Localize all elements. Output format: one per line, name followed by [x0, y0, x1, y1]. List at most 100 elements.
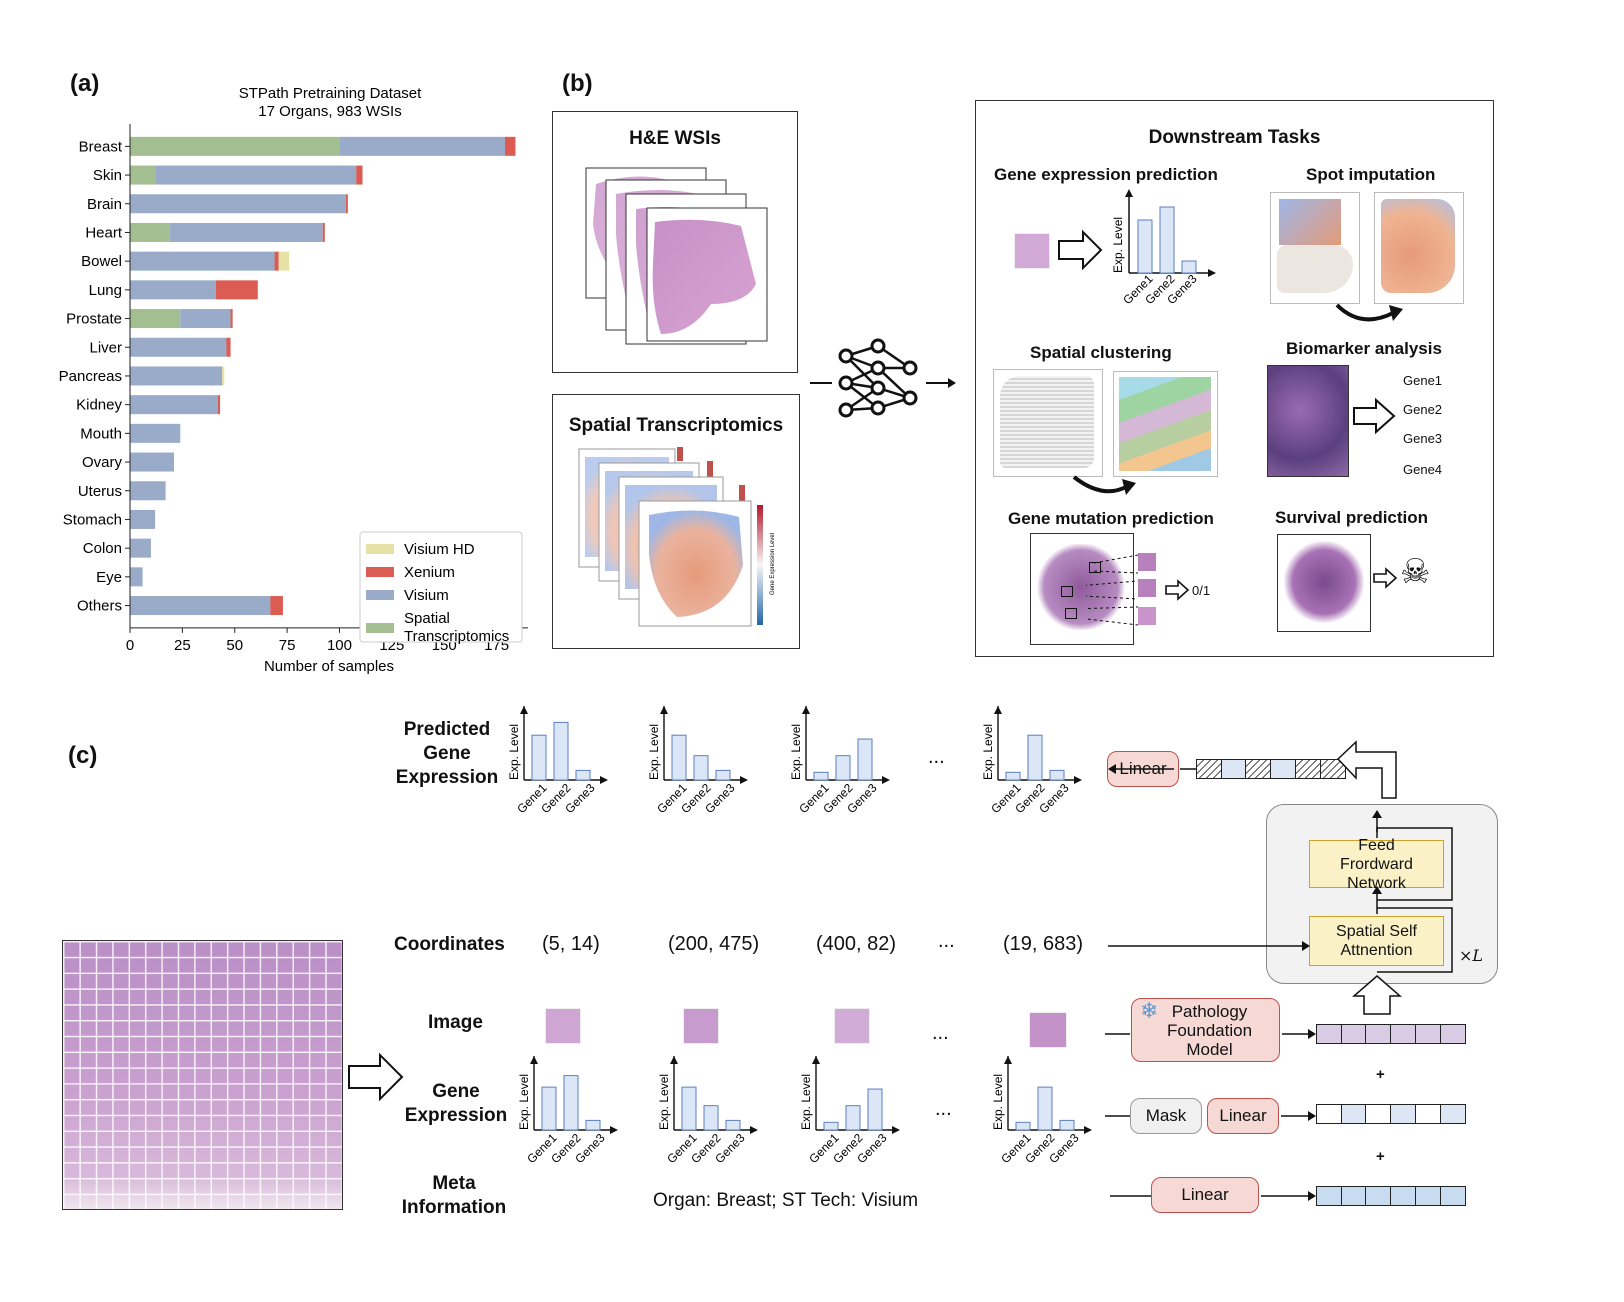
- bar-prostate-visium: [180, 309, 231, 329]
- gene-tokens: [1315, 1104, 1466, 1124]
- y-axis-label: Exp. Level: [799, 1074, 813, 1130]
- bar-gene3: [725, 1119, 741, 1131]
- bar-mouth-visium: [130, 423, 181, 443]
- bar-ovary-visium: [130, 452, 174, 472]
- survival-slide: [1277, 534, 1371, 632]
- legend-swatch: [366, 567, 394, 577]
- snowflake-icon: ❄: [1140, 998, 1159, 1023]
- curved-arrow-icon: [1335, 303, 1403, 322]
- task-gene-expression: Gene expression prediction: [994, 165, 1218, 184]
- bar-colon-visium: [130, 538, 151, 558]
- right-arrow-icon-4: [1373, 567, 1398, 589]
- bar-heart-spatial-transcriptomics: [130, 222, 170, 242]
- imputation-after: [1374, 192, 1464, 304]
- bar-gene2: [845, 1105, 861, 1131]
- ellipsis-predicted: ...: [928, 746, 945, 768]
- category-label: Kidney: [76, 397, 122, 414]
- bar-brain-visium: [130, 194, 346, 214]
- bar-gene2: [693, 755, 709, 781]
- category-label: Uterus: [78, 483, 122, 500]
- legend-swatch: [366, 623, 394, 633]
- biomarker-gene-3: Gene3: [1403, 431, 1443, 446]
- x-axis-arrow: [892, 1126, 900, 1134]
- bar-pancreas-visium: [130, 366, 223, 386]
- legend-frame: [359, 531, 523, 643]
- coord-4: (19, 683): [1003, 933, 1084, 955]
- right-arrow-icon: [1058, 229, 1103, 271]
- task-biomarker: Biomarker analysis: [1286, 339, 1442, 358]
- x-axis-label: Number of samples: [264, 658, 394, 675]
- category-label: Pancreas: [59, 368, 122, 385]
- category-label: Others: [77, 598, 122, 615]
- x-axis-arrow: [1074, 776, 1082, 784]
- y-axis-label: Exp. Level: [507, 724, 521, 780]
- chart-title: STPath Pretraining Dataset: [239, 85, 422, 102]
- bar-prostate-spatial-transcriptomics: [130, 309, 181, 329]
- bar-kidney-visium: [130, 395, 218, 415]
- y-axis-arrow: [812, 1056, 820, 1064]
- bar-stomach-visium: [130, 509, 156, 529]
- chart-subtitle: 17 Organs, 983 WSIs: [258, 103, 401, 120]
- x-axis-arrow: [1084, 1126, 1092, 1134]
- y-axis-label: Exp. Level: [981, 724, 995, 780]
- category-label: Skin: [93, 167, 122, 184]
- category-label: Bowel: [81, 253, 122, 270]
- x-axis-arrow: [610, 1126, 618, 1134]
- row-label-image: Image: [428, 1012, 483, 1033]
- legend-label: Spatial: [404, 610, 450, 627]
- bar-gene1: [813, 771, 829, 781]
- biomarker-gene-4: Gene4: [1403, 462, 1443, 477]
- repeat-label: ×L: [1459, 946, 1484, 965]
- bar-gene2: [553, 721, 569, 781]
- bar-breast-xenium: [504, 136, 516, 156]
- bar-pancreas-visium-hd: [222, 366, 225, 386]
- bar-skin-spatial-transcriptomics: [130, 165, 156, 185]
- bar-gene1: [1015, 1121, 1031, 1131]
- foundation-model-box: ❄ Pathology Foundation Model: [1131, 998, 1280, 1062]
- bar-gene2: [835, 755, 851, 781]
- bar-heart-xenium: [322, 222, 325, 242]
- y-axis-label: Exp. Level: [789, 724, 803, 780]
- bar-gene2: [1027, 734, 1043, 781]
- bar-gene3: [715, 769, 731, 781]
- y-axis-label: Exp. Level: [517, 1074, 531, 1130]
- he-wsi-title: H&E WSIs: [629, 128, 721, 149]
- transformer-arrows: [1108, 810, 1453, 1015]
- big-right-arrow-icon: [348, 1052, 404, 1102]
- mutation-output: 0/1: [1192, 583, 1211, 598]
- stacked-bar-chart: STPath Pretraining Dataset 17 Organs, 98…: [59, 85, 528, 675]
- category-label: Ovary: [82, 454, 123, 471]
- bar-gene1: [823, 1121, 839, 1131]
- bar-gene2: [703, 1105, 719, 1131]
- bar-gene3: [867, 1088, 883, 1131]
- y-axis-label: Exp. Level: [657, 1074, 671, 1130]
- task-mutation: Gene mutation prediction: [1008, 509, 1214, 528]
- bar-bowel-visium: [130, 251, 275, 271]
- biomarker-slide: [1267, 365, 1349, 477]
- bar-skin-xenium: [356, 165, 363, 185]
- x-tick-label: 25: [174, 637, 191, 654]
- bar-lung-visium: [130, 280, 216, 300]
- bar-brain-xenium: [345, 194, 348, 214]
- skull-icon: ☠: [1400, 553, 1431, 591]
- image-patch-1: [545, 1008, 581, 1044]
- bar-prostate-xenium: [230, 309, 233, 329]
- bar-gene2: [563, 1075, 579, 1131]
- mask-box: Mask: [1130, 1098, 1202, 1134]
- mutation-patch-3: [1138, 607, 1156, 625]
- bar-eye-visium: [130, 567, 143, 587]
- bar-gene1: [1005, 771, 1021, 781]
- bar-gene3: [585, 1119, 601, 1131]
- curved-arrow-icon-2: [1072, 475, 1136, 495]
- x-tick-label: 50: [226, 637, 243, 654]
- legend-label: Visium HD: [404, 541, 475, 558]
- clustering-after: [1113, 371, 1218, 477]
- x-axis-arrow: [750, 1126, 758, 1134]
- bar-others-xenium: [270, 596, 283, 616]
- bar-skin-visium: [155, 165, 357, 185]
